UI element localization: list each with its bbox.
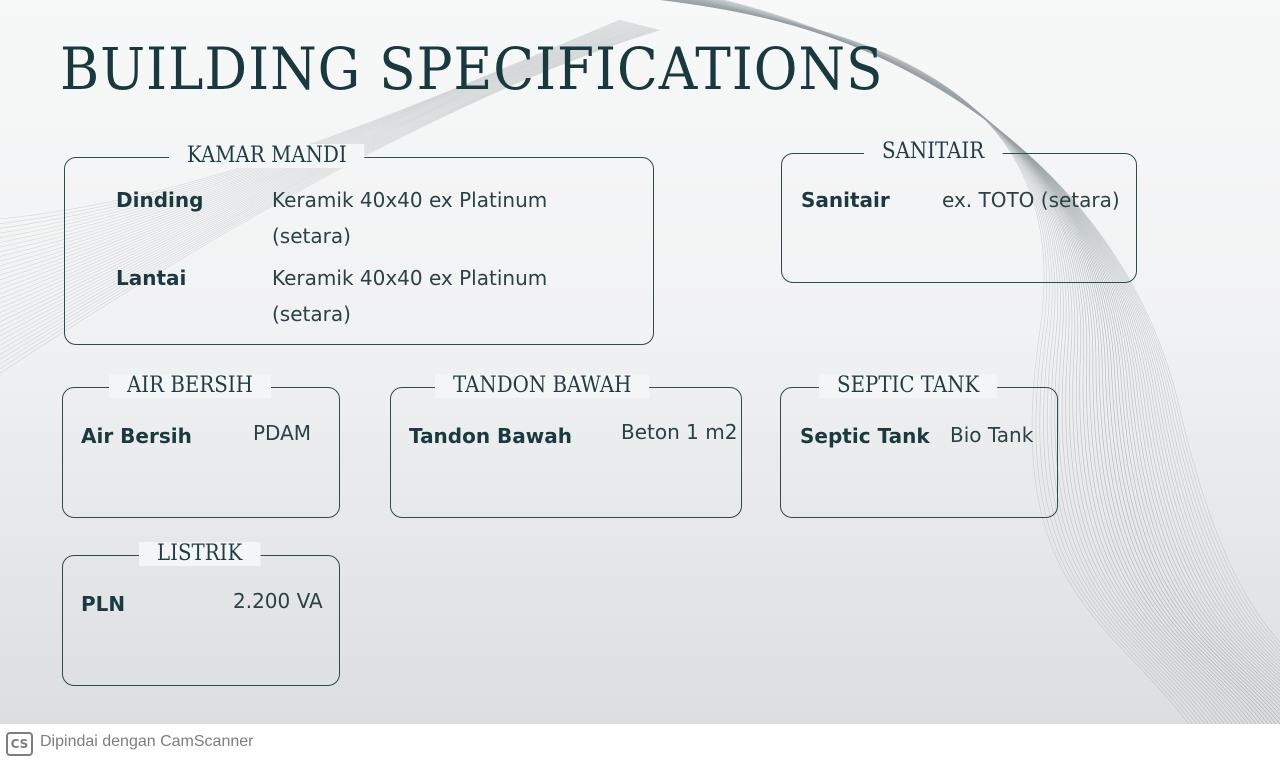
wave-line: [714, 0, 1280, 659]
wave-line: [0, 27, 653, 346]
tandon-bawah-value: Beton 1 m2: [621, 420, 738, 444]
wave-line: [0, 29, 658, 365]
wave-line: [665, 0, 1221, 724]
wave-line: [694, 0, 1280, 696]
septic-tank-value: Bio Tank: [950, 423, 1034, 447]
wave-line: [683, 0, 1280, 724]
wave-line: [700, 0, 1280, 685]
air-bersih-value: PDAM: [253, 421, 312, 445]
wave-line: [711, 0, 1280, 665]
wave-line: [707, 0, 1280, 672]
wave-line: [681, 0, 1277, 724]
wave-line: [705, 0, 1280, 675]
wave-line: [680, 0, 1273, 724]
tandon-bawah-panel: TANDON BAWAH Tandon Bawah Beton 1 m2: [390, 374, 742, 518]
camscanner-caption: Dipindai dengan CamScanner: [40, 733, 254, 750]
sanitair-value: ex. TOTO (setara): [942, 188, 1120, 212]
wave-line: [718, 0, 1280, 651]
wave-line: [0, 29, 659, 370]
wave-line: [673, 0, 1253, 724]
sanitair-label: Sanitair: [801, 188, 890, 212]
wave-line: [722, 0, 1280, 644]
wave-line: [667, 0, 1229, 724]
wave-line: [0, 27, 651, 337]
wave-line: [677, 0, 1265, 724]
camscanner-logo-icon: CS: [6, 732, 33, 756]
air-bersih-heading: AIR BERSIH: [109, 374, 271, 398]
wave-line: [662, 0, 1209, 724]
wave-line: [709, 0, 1280, 669]
lantai-value: Keramik 40x40 ex Platinum (setara): [272, 266, 548, 326]
septic-tank-panel: SEPTIC TANK Septic Tank Bio Tank: [780, 374, 1058, 518]
dinding-value: Keramik 40x40 ex Platinum (setara): [272, 188, 548, 248]
listrik-panel: LISTRIK PLN 2.200 VA: [62, 542, 340, 686]
wave-line: [684, 0, 1280, 720]
wave-line: [720, 0, 1280, 647]
wave-line: [712, 0, 1280, 662]
wave-line: [679, 0, 1269, 724]
wave-line: [0, 27, 652, 341]
dinding-label: Dinding: [116, 188, 204, 212]
kamar-mandi-panel: KAMAR MANDI Dinding Keramik 40x40 ex Pla…: [64, 144, 654, 345]
wave-line: [693, 0, 1280, 699]
kamar-mandi-heading: KAMAR MANDI: [169, 144, 365, 168]
septic-tank-heading: SEPTIC TANK: [819, 374, 998, 398]
wave-line: [698, 0, 1280, 689]
wave-line: [0, 28, 655, 351]
page-title: BUILDING SPECIFICATIONS: [60, 35, 884, 103]
wave-line: [672, 0, 1249, 724]
wave-line: [671, 0, 1245, 724]
wave-line: [669, 0, 1237, 724]
wave-line: [0, 28, 656, 355]
tandon-bawah-label: Tandon Bawah: [409, 424, 573, 448]
pln-label: PLN: [81, 592, 126, 616]
lantai-label: Lantai: [116, 266, 187, 290]
sanitair-panel: SANITAIR Sanitair ex. TOTO (setara): [781, 140, 1137, 283]
wave-line: [0, 29, 661, 374]
wave-line: [691, 0, 1280, 703]
wave-line: [661, 0, 1205, 724]
tandon-bawah-heading: TANDON BAWAH: [435, 374, 650, 398]
wave-line: [703, 0, 1280, 679]
wave-line: [663, 0, 1213, 724]
air-bersih-label: Air Bersih: [81, 424, 192, 448]
listrik-heading: LISTRIK: [139, 542, 261, 566]
wave-line: [716, 0, 1280, 655]
spec-slide: BUILDING SPECIFICATIONS KAMAR MANDI Dind…: [0, 0, 1280, 724]
wave-line: [675, 0, 1257, 724]
sanitair-heading: SANITAIR: [864, 140, 1003, 164]
air-bersih-panel: AIR BERSIH Air Bersih PDAM: [62, 374, 340, 518]
septic-tank-label: Septic Tank: [800, 424, 930, 448]
wave-line: [676, 0, 1261, 724]
wave-line: [696, 0, 1280, 692]
wave-line: [0, 26, 650, 332]
pln-value: 2.200 VA: [233, 589, 323, 613]
wave-line: [689, 0, 1280, 707]
wave-line: [0, 28, 657, 360]
scanner-footer: CS Dipindai dengan CamScanner: [0, 724, 1280, 764]
